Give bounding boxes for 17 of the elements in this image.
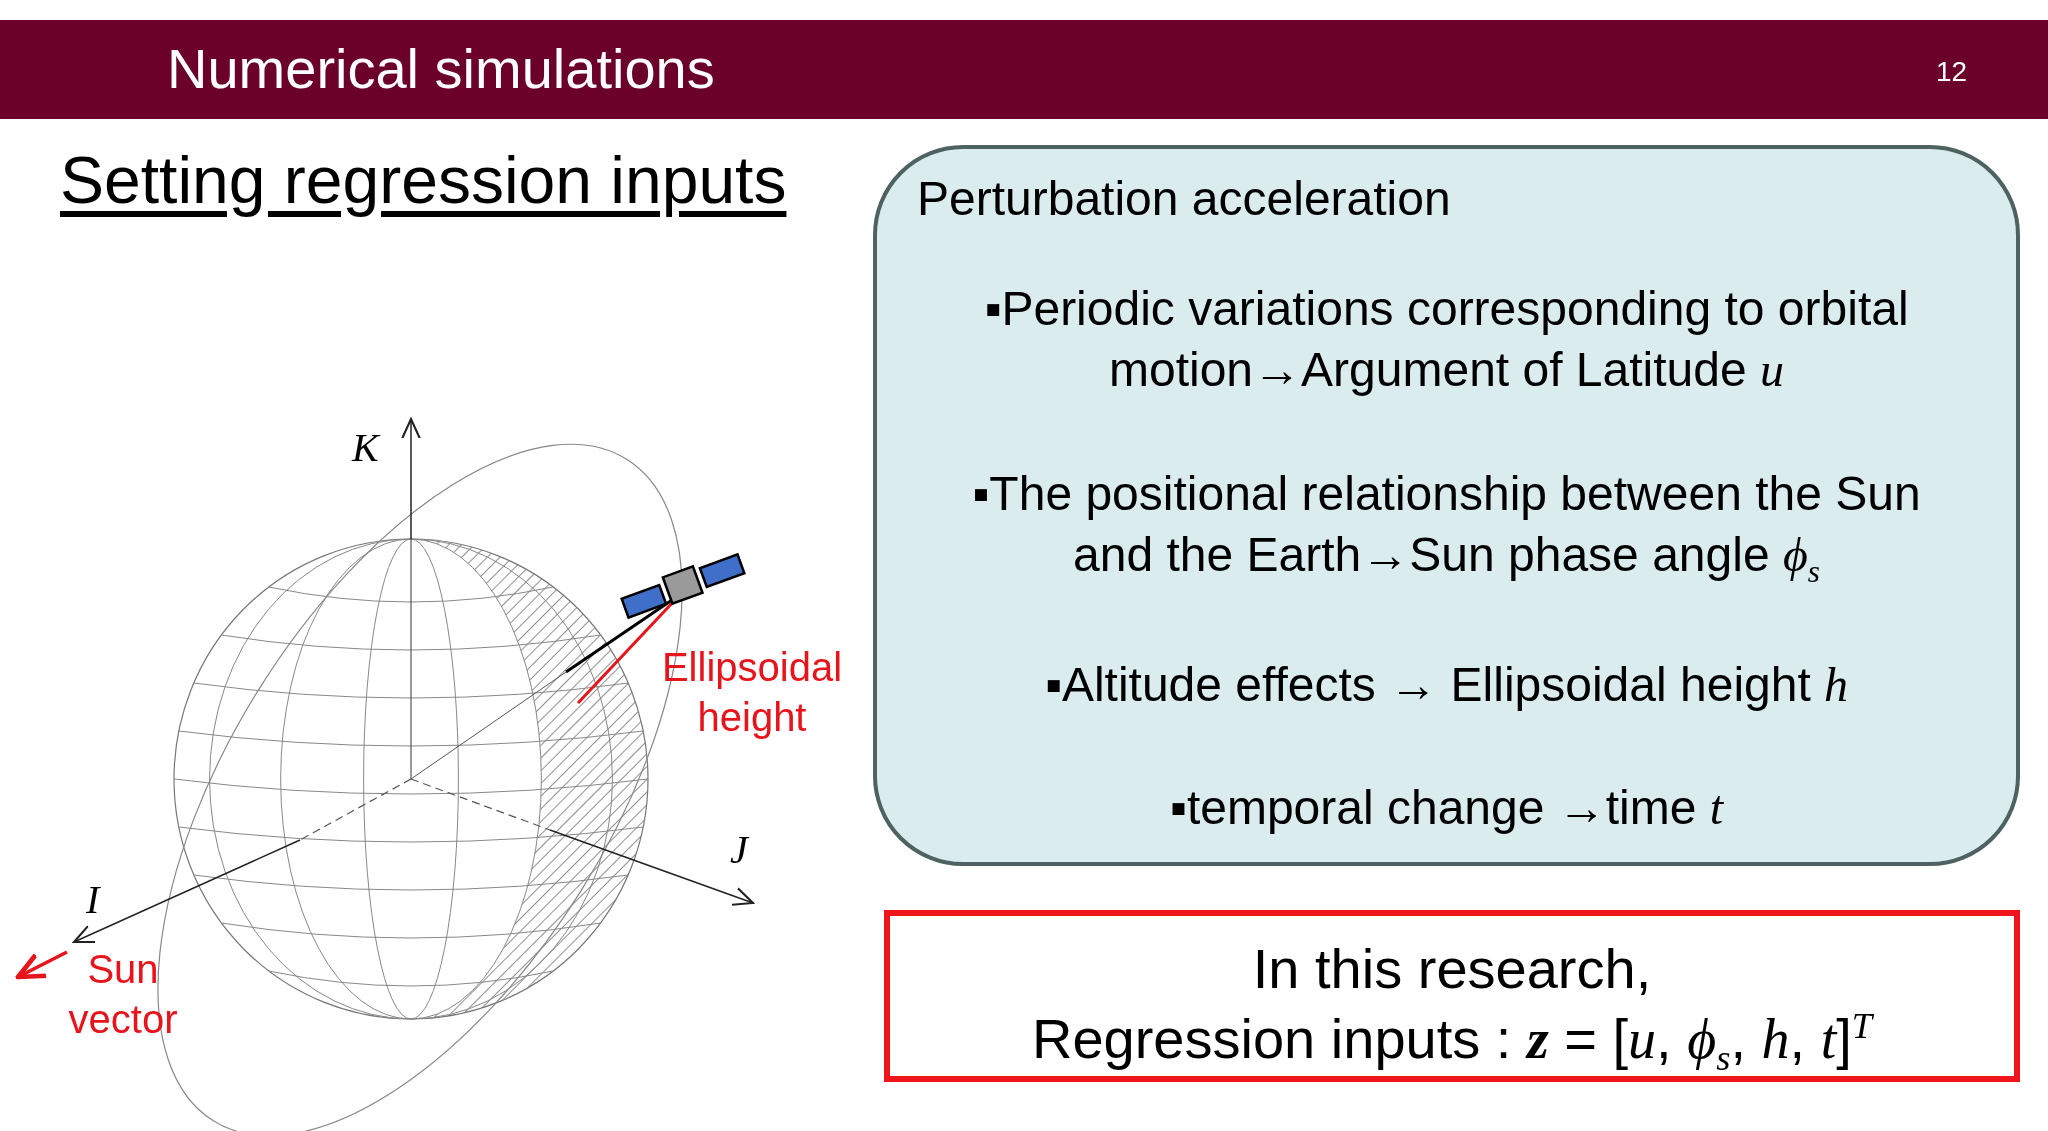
formula-text: Regression inputs : z = [u, ϕ$_{s}$, h, t]$^{T}$ — [1031, 1005, 1875, 1081]
highlight-box — [884, 910, 2020, 1082]
intro-text: In this research, — [1251, 936, 1653, 1002]
bullet-text: ▪temporal change →time t — [1168, 780, 1725, 837]
bullet-text: ▪Altitude effects → Ellipsoidal height h — [1043, 656, 1850, 713]
axis-label: K — [352, 424, 379, 471]
info-panel — [873, 145, 2020, 866]
axis-label: J — [730, 826, 748, 873]
section-heading: Setting regression inputs — [60, 142, 787, 218]
panel-heading: Perturbation acceleration — [917, 171, 1452, 226]
annotation-label: Ellipsoidal height — [660, 644, 844, 741]
page-number: 12 — [1936, 56, 1968, 88]
bullet-text: ▪Periodic variations corresponding to orbital motion→Argument of Latitude u — [983, 281, 1910, 399]
bullet-text: ▪The positional relationship between the Sun and the Earth→Sun phase angle ϕ$_{s}$ — [971, 465, 1922, 591]
annotation-label: Sun vector — [67, 946, 179, 1043]
axis-label: I — [86, 876, 100, 923]
slide-title: Numerical simulations — [167, 36, 715, 101]
